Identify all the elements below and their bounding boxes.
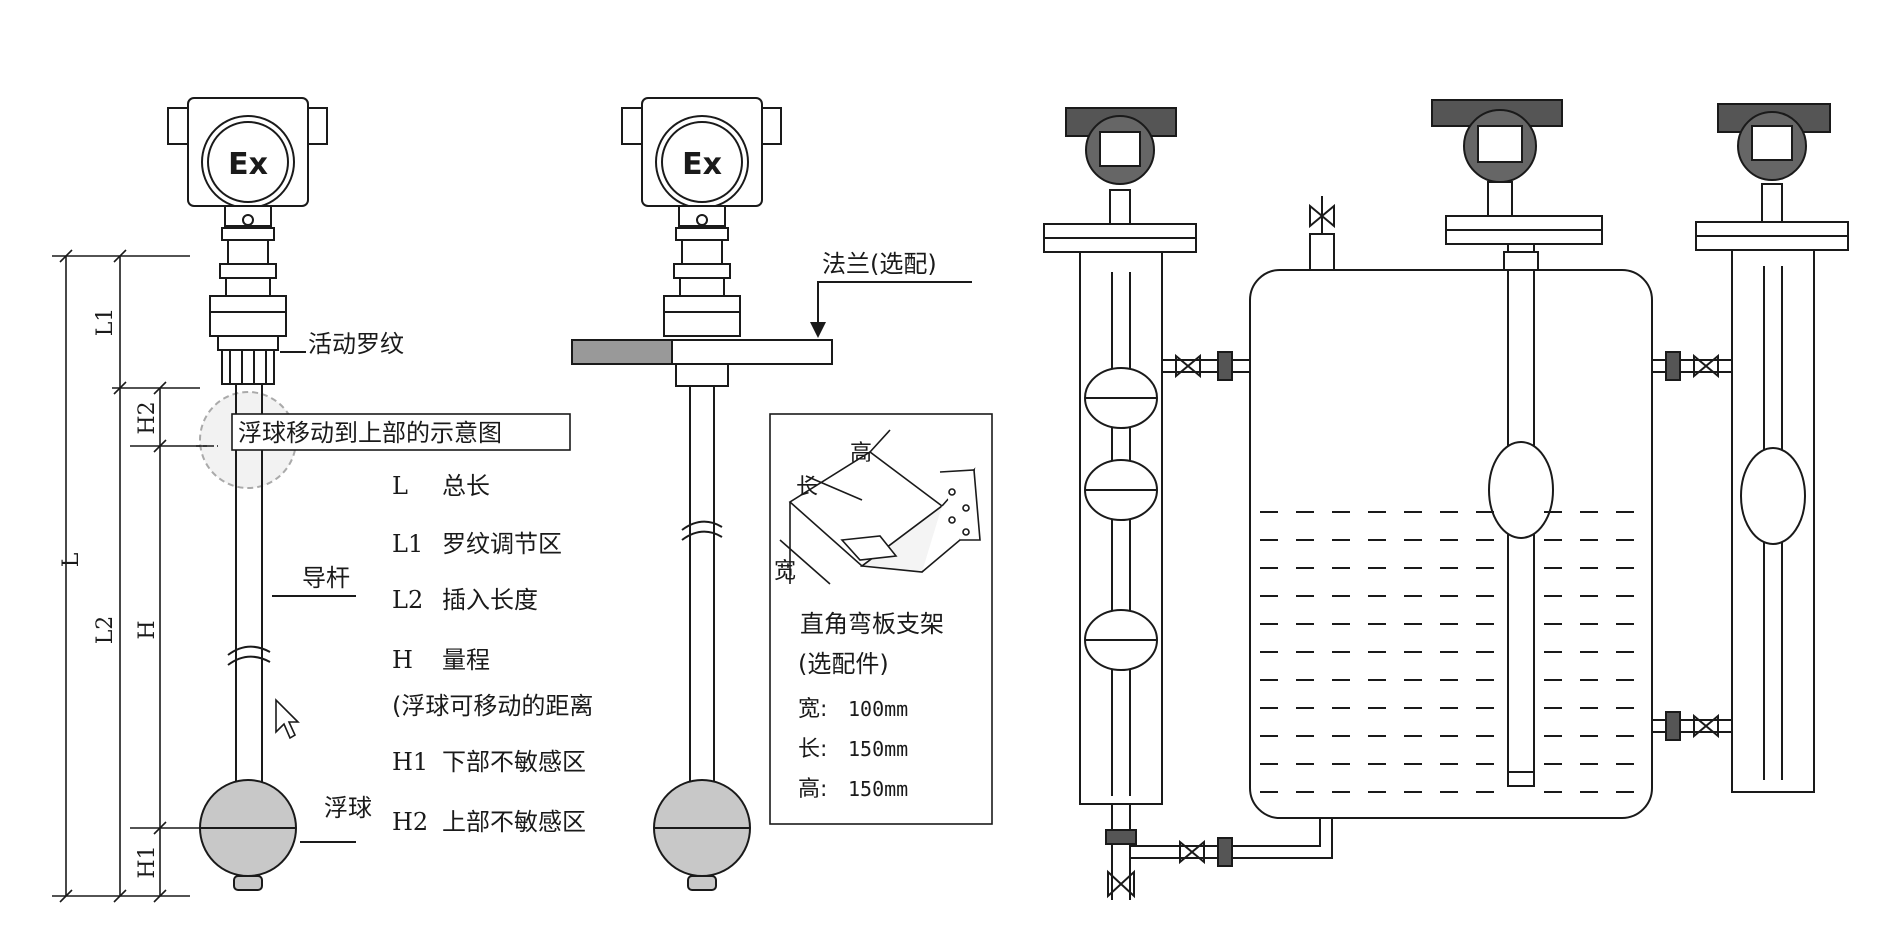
legend-row: H2 上部不敏感区 bbox=[392, 808, 586, 836]
middle-head-label: Ex bbox=[682, 147, 722, 182]
bracket-label-wide: 宽 bbox=[774, 559, 796, 584]
svg-text:H2: H2 bbox=[392, 808, 428, 836]
left-fitting-stack bbox=[209, 227, 287, 385]
bracket-spec-row: 长: 150mm bbox=[798, 737, 908, 762]
dim-label-L2: L2 bbox=[93, 616, 118, 645]
legend-row: L2 插入长度 bbox=[392, 586, 538, 614]
svg-text:L2: L2 bbox=[392, 586, 423, 614]
liquid-level-dashes bbox=[1260, 511, 1634, 793]
callout-float: 浮球 bbox=[324, 794, 372, 822]
middle-level-gauge bbox=[571, 97, 972, 891]
side-chamber-right bbox=[1652, 103, 1849, 793]
callout-upper-float-note: 浮球移动到上部的示意图 bbox=[238, 419, 502, 447]
svg-text:量程: 量程 bbox=[442, 646, 490, 674]
left-guide-rod bbox=[227, 384, 271, 790]
side-chamber-left bbox=[1043, 107, 1333, 900]
svg-text:L1: L1 bbox=[392, 530, 423, 558]
dim-label-L1: L1 bbox=[93, 308, 118, 337]
bracket-spec-row: 宽: 100mm bbox=[798, 697, 908, 722]
legend-row: L1 罗纹调节区 bbox=[392, 530, 562, 558]
svg-text:100mm: 100mm bbox=[848, 697, 908, 721]
dim-label-H: H bbox=[135, 620, 160, 639]
svg-text:L: L bbox=[392, 472, 408, 500]
installation-scenes bbox=[1043, 99, 1849, 900]
svg-text:(浮球可移动的距离: (浮球可移动的距离 bbox=[392, 692, 593, 720]
svg-text:总长: 总长 bbox=[442, 472, 490, 500]
legend-row: (浮球可移动的距离 bbox=[392, 692, 593, 720]
bracket-title: 直角弯板支架 bbox=[800, 610, 944, 638]
svg-text:长:: 长: bbox=[798, 737, 827, 762]
middle-flange bbox=[571, 339, 833, 387]
bracket-label-high: 高 bbox=[850, 441, 872, 466]
middle-fitting-stack bbox=[663, 227, 741, 337]
svg-text:下部不敏感区: 下部不敏感区 bbox=[442, 748, 586, 776]
svg-text:上部不敏感区: 上部不敏感区 bbox=[442, 808, 586, 836]
svg-text:150mm: 150mm bbox=[848, 777, 908, 801]
svg-text:宽:: 宽: bbox=[798, 697, 827, 722]
dim-label-L: L bbox=[59, 552, 84, 567]
callout-guide-rod: 导杆 bbox=[302, 564, 350, 592]
svg-text:H: H bbox=[392, 646, 413, 674]
left-lower-float bbox=[199, 779, 297, 891]
callout-thread: 活动罗纹 bbox=[308, 330, 404, 358]
svg-text:H1: H1 bbox=[392, 748, 428, 776]
storage-tank bbox=[1249, 99, 1653, 819]
bracket-subtitle: (选配件) bbox=[798, 650, 889, 678]
middle-lower-float bbox=[653, 779, 751, 891]
left-dimension-lines bbox=[52, 249, 218, 903]
svg-text:罗纹调节区: 罗纹调节区 bbox=[442, 530, 562, 558]
left-callouts: 活动罗纹 浮球移动到上部的示意图 导杆 浮球 bbox=[231, 330, 571, 843]
left-level-gauge bbox=[167, 97, 328, 891]
svg-text:150mm: 150mm bbox=[848, 737, 908, 761]
bracket-sketch bbox=[779, 429, 981, 585]
middle-explosion-proof-head bbox=[621, 97, 782, 227]
left-legend: L 总长 L1 罗纹调节区 L2 插入长度 H 量程 (浮球可移动的距离 H1 … bbox=[392, 472, 593, 836]
legend-row: L 总长 bbox=[392, 472, 490, 500]
middle-guide-rod bbox=[681, 386, 723, 790]
legend-row: H 量程 bbox=[392, 646, 490, 674]
left-dimension-labels: L L1 L2 H2 H H1 bbox=[59, 308, 160, 879]
svg-text:高:: 高: bbox=[798, 777, 827, 802]
mouse-cursor-icon bbox=[275, 698, 300, 740]
dim-label-H1: H1 bbox=[135, 845, 160, 878]
dim-label-H2: H2 bbox=[135, 401, 160, 434]
flange-label: 法兰(选配) bbox=[822, 250, 937, 278]
left-explosion-proof-head bbox=[167, 97, 328, 227]
legend-row: H1 下部不敏感区 bbox=[392, 748, 586, 776]
left-head-label: Ex bbox=[228, 147, 268, 182]
bracket-info-box: 高 长 宽 直角弯板支架 (选配件) 宽: 100mm 长: 150mm 高: … bbox=[769, 413, 993, 825]
bracket-spec-row: 高: 150mm bbox=[798, 777, 908, 802]
svg-text:插入长度: 插入长度 bbox=[442, 586, 538, 614]
bracket-label-long: 长 bbox=[796, 475, 818, 500]
flange-leader bbox=[810, 281, 972, 338]
